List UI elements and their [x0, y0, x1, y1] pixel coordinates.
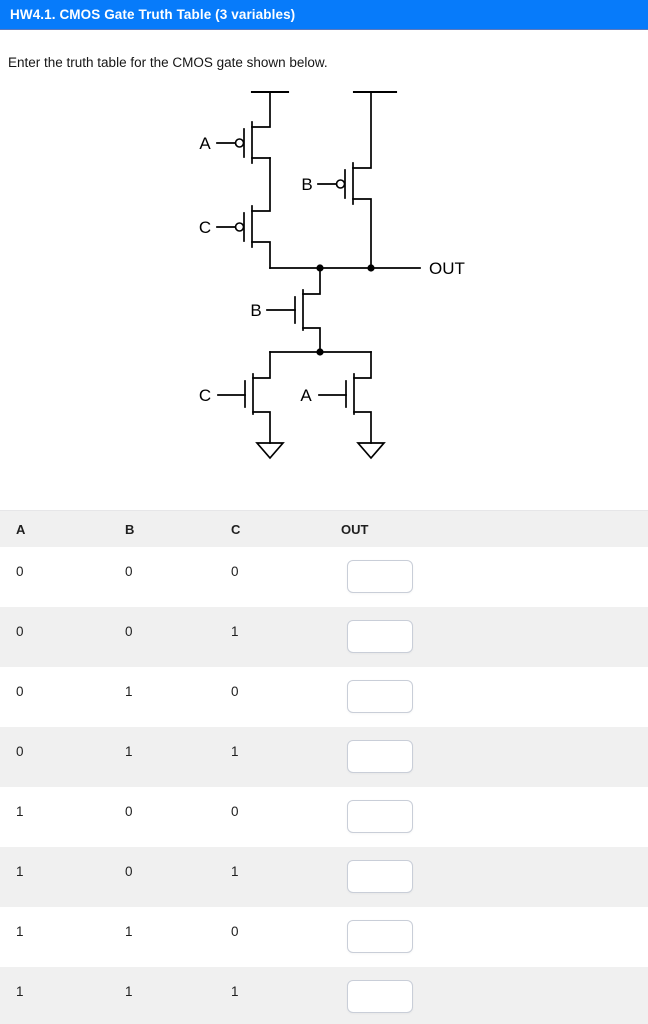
- column-header-c: C: [231, 521, 241, 537]
- pmos-c-label: C: [199, 218, 211, 237]
- table-row: 1 1 1: [0, 967, 648, 1024]
- cell-c: 1: [231, 864, 239, 879]
- pulldown-node: [269, 348, 372, 356]
- out-input[interactable]: [347, 680, 413, 713]
- truth-table-header: A B C OUT: [0, 510, 648, 547]
- pmos-transistor-c: C: [199, 157, 271, 269]
- cell-out: [341, 787, 648, 847]
- out-input[interactable]: [347, 920, 413, 953]
- cell-b: 1: [125, 984, 133, 999]
- pmos-transistor-a: A: [199, 91, 271, 164]
- truth-table-body: 0 0 0 0 0 1 0 1 0: [0, 547, 648, 1024]
- cell-out: [341, 907, 648, 967]
- cell-a: 0: [16, 624, 24, 639]
- cell-out: [341, 847, 648, 907]
- column-header-out: OUT: [341, 521, 369, 537]
- out-input[interactable]: [347, 560, 413, 593]
- nmos-transistor-b: B: [250, 267, 321, 353]
- table-row: 1 0 1: [0, 847, 648, 907]
- out-input[interactable]: [347, 740, 413, 773]
- cell-c: 0: [231, 564, 239, 579]
- cell-out: [341, 607, 648, 667]
- pmos-bubble-icon: [234, 222, 245, 232]
- nmos-transistor-a: A: [300, 351, 386, 460]
- out-input[interactable]: [347, 860, 413, 893]
- out-node: OUT: [269, 259, 465, 278]
- pmos-transistor-b: B: [301, 91, 372, 269]
- cell-a: 0: [16, 684, 24, 699]
- pmos-b-label: B: [301, 175, 312, 194]
- cell-c: 0: [231, 684, 239, 699]
- cell-c: 0: [231, 924, 239, 939]
- cell-out: [341, 547, 648, 607]
- table-row: 0 0 1: [0, 607, 648, 667]
- nmos-c-label: C: [199, 386, 211, 405]
- cell-a: 1: [16, 864, 24, 879]
- table-row: 0 1 1: [0, 727, 648, 787]
- cell-a: 0: [16, 744, 24, 759]
- cmos-circuit-diagram: A C B: [0, 81, 648, 471]
- table-row: 1 1 0: [0, 907, 648, 967]
- instruction-text: Enter the truth table for the CMOS gate …: [8, 55, 328, 70]
- cell-a: 1: [16, 984, 24, 999]
- out-input[interactable]: [347, 620, 413, 653]
- junction-dot: [367, 264, 375, 272]
- cell-c: 0: [231, 804, 239, 819]
- cell-c: 1: [231, 744, 239, 759]
- nmos-a-label: A: [300, 386, 312, 405]
- cell-out: [341, 667, 648, 727]
- table-row: 0 1 0: [0, 667, 648, 727]
- titlebar: HW4.1. CMOS Gate Truth Table (3 variable…: [0, 0, 648, 30]
- out-input[interactable]: [347, 800, 413, 833]
- table-row: 1 0 0: [0, 787, 648, 847]
- cell-c: 1: [231, 624, 239, 639]
- cell-b: 0: [125, 564, 133, 579]
- cell-b: 0: [125, 864, 133, 879]
- problem-title: HW4.1. CMOS Gate Truth Table (3 variable…: [10, 7, 296, 22]
- cell-c: 1: [231, 984, 239, 999]
- circuit-svg: A C B: [199, 90, 465, 460]
- out-input[interactable]: [347, 980, 413, 1013]
- pmos-bubble-icon: [234, 138, 245, 148]
- cell-a: 1: [16, 804, 24, 819]
- cell-b: 1: [125, 924, 133, 939]
- cell-a: 1: [16, 924, 24, 939]
- cell-out: [341, 727, 648, 787]
- cell-a: 0: [16, 564, 24, 579]
- cell-b: 0: [125, 804, 133, 819]
- table-row: 0 0 0: [0, 547, 648, 607]
- cell-b: 1: [125, 744, 133, 759]
- nmos-b-label: B: [250, 301, 261, 320]
- nmos-transistor-c: C: [199, 351, 285, 460]
- pmos-a-label: A: [199, 134, 211, 153]
- junction-dot: [316, 348, 324, 356]
- pmos-bubble-icon: [335, 179, 346, 189]
- cell-out: [341, 967, 648, 1024]
- column-header-a: A: [16, 521, 26, 537]
- ground-icon: [255, 442, 285, 460]
- out-label: OUT: [429, 259, 465, 278]
- truth-table: A B C OUT 0 0 0 0 0 1: [0, 510, 648, 1024]
- column-header-b: B: [125, 521, 135, 537]
- cell-b: 0: [125, 624, 133, 639]
- cell-b: 1: [125, 684, 133, 699]
- ground-icon: [356, 442, 386, 460]
